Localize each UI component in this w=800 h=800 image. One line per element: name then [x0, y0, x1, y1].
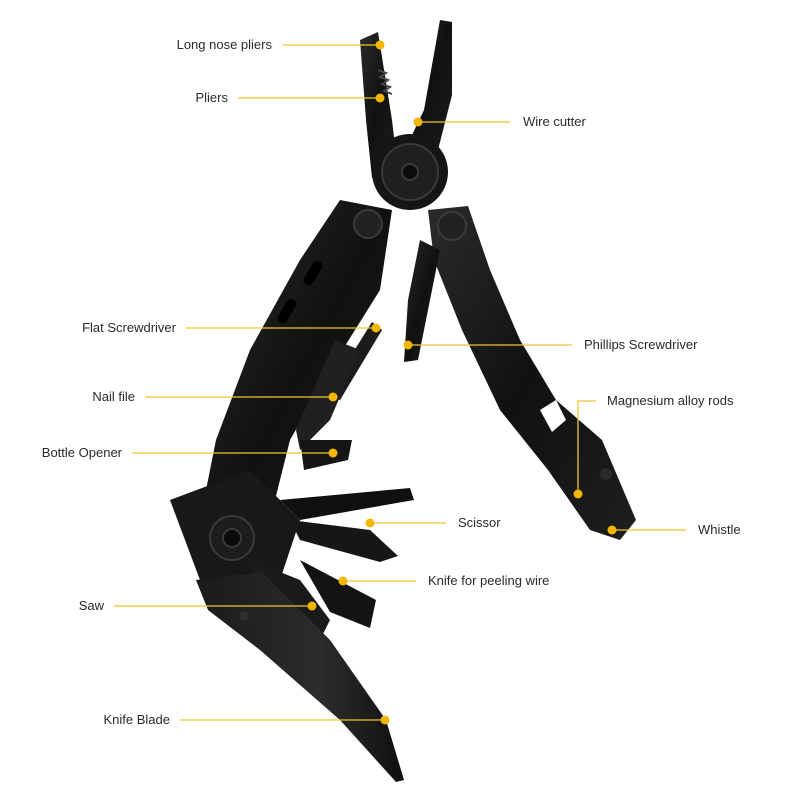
phillips-screwdriver-arm	[404, 240, 440, 362]
label-long-nose-pliers: Long nose pliers	[176, 37, 272, 52]
callout-dot-bottle-opener	[328, 448, 338, 458]
callout-dot-magnesium-alloy-rods	[573, 489, 583, 499]
scissor-upper	[280, 488, 414, 520]
peeling-knife	[300, 560, 376, 628]
nail-file-blade	[296, 340, 360, 450]
label-wire-cutter: Wire cutter	[523, 114, 586, 129]
bottle-opener-blade	[300, 440, 352, 470]
whistle-rivet	[600, 468, 612, 480]
label-scissor: Scissor	[458, 515, 501, 530]
scissor-lower	[290, 520, 398, 562]
label-whistle: Whistle	[698, 522, 741, 537]
jaw-teeth	[377, 69, 393, 95]
callout-dot-saw	[307, 601, 317, 611]
knife-blade	[196, 572, 404, 782]
callout-dot-pliers	[375, 93, 385, 103]
left-handle-rivet	[353, 209, 383, 239]
callout-dot-knife-blade	[380, 715, 390, 725]
left-handle-slot-2	[277, 298, 297, 324]
left-handle-slot	[303, 260, 323, 286]
label-knife-blade: Knife Blade	[103, 712, 171, 727]
pivot-hub	[372, 134, 448, 210]
right-handle-rivet	[437, 211, 467, 241]
callout-dot-whistle	[607, 525, 617, 535]
main-pivot	[170, 470, 300, 580]
label-saw: Saw	[78, 598, 104, 613]
label-bottle-opener: Bottle Opener	[41, 445, 122, 460]
label-flat-screwdriver: Flat Screwdriver	[82, 320, 176, 335]
label-magnesium-alloy-rods: Magnesium alloy rods	[607, 393, 734, 408]
callout-dot-flat-screwdriver	[371, 323, 381, 333]
left-handle	[200, 200, 392, 560]
callout-dot-long-nose-pliers	[375, 40, 385, 50]
callout-dot-wire-cutter	[413, 117, 423, 127]
right-handle-slot	[540, 400, 566, 432]
leader-lines	[114, 40, 686, 725]
label-knife-for-peeling-wire: Knife for peeling wire	[428, 573, 550, 588]
callout-dot-phillips-screwdriver	[403, 340, 413, 350]
callout-dot-nail-file	[328, 392, 338, 402]
knife-rivet	[239, 611, 249, 621]
label-pliers: Pliers	[195, 90, 228, 105]
leader-line-magnesium-alloy-rods	[577, 400, 596, 494]
label-phillips-screwdriver: Phillips Screwdriver	[584, 337, 698, 352]
right-handle	[428, 206, 636, 540]
label-nail-file: Nail file	[92, 389, 135, 404]
multitool-illustration	[170, 20, 636, 782]
callout-dot-scissor	[365, 518, 375, 528]
callout-dot-knife-for-peeling-wire	[338, 576, 348, 586]
